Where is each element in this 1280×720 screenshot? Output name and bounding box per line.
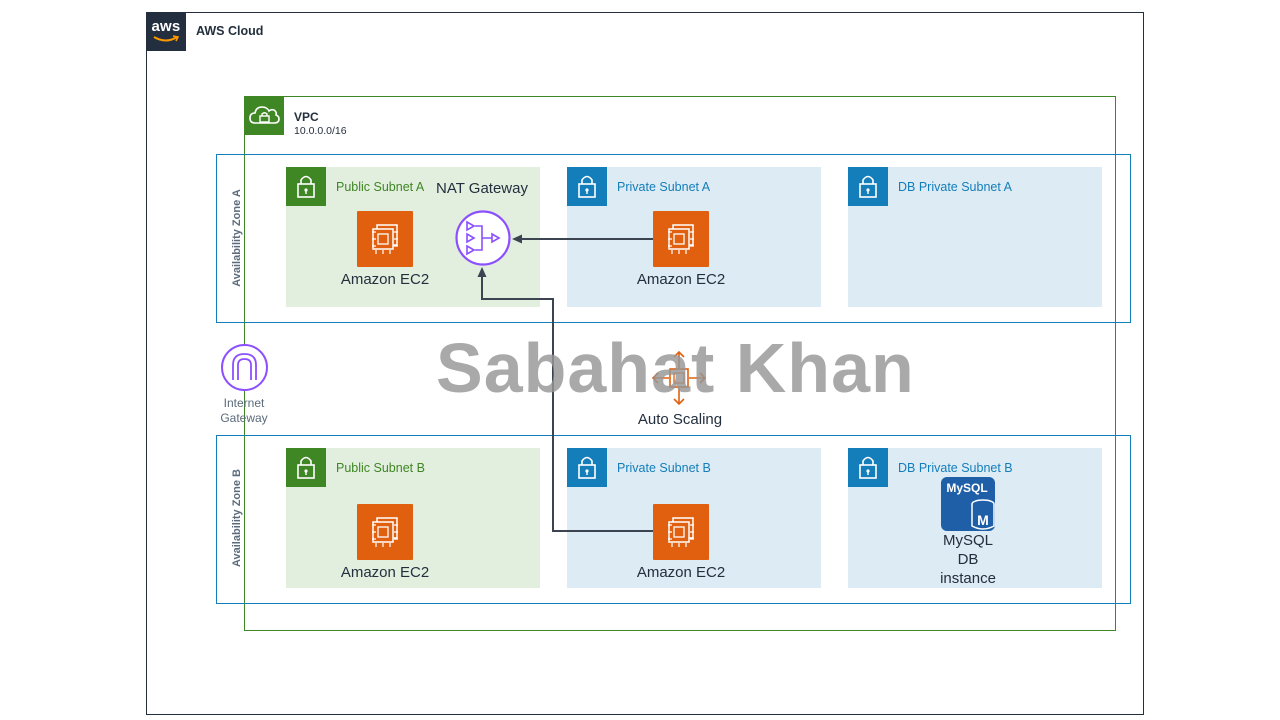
aws-cloud-label: AWS Cloud [196,24,264,38]
mysql-db-icon[interactable]: MySQL M [940,476,997,532]
ec2-private-b-label: Amazon EC2 [636,564,726,581]
private-a-to-nat-arrowhead [512,234,522,244]
ec2-public-b-label: Amazon EC2 [340,564,430,581]
vpc-label: VPC [294,110,319,124]
private-b-to-nat-arrowhead [477,267,487,277]
ec2-public-a-icon[interactable] [357,211,413,267]
ec2-public-b-icon[interactable] [357,504,413,560]
nat-gateway-icon[interactable] [454,209,512,267]
availability-zone-b [216,435,1131,604]
ec2-private-b-icon[interactable] [653,504,709,560]
mysql-db-label-line3: instance [940,570,996,587]
db-private-subnet-a-label: DB Private Subnet A [898,180,1012,194]
ec2-private-a-label: Amazon EC2 [636,271,726,288]
vpc-cidr: 10.0.0.0/16 [294,125,347,137]
private-subnet-b-label: Private Subnet B [617,461,711,475]
public-subnet-a-label: Public Subnet A [336,180,425,194]
mysql-db-label: MySQL DB instance [928,531,1008,588]
ec2-public-a-label: Amazon EC2 [340,271,430,288]
public-subnet-a: Public Subnet A [286,167,540,307]
mysql-badge-text: MySQL [946,481,987,495]
padlock-icon [848,167,888,206]
aws-cloud-group [146,12,1144,715]
availability-zone-a [216,154,1131,323]
internet-gateway-label-line2: Gateway [220,411,268,425]
public-subnet-b: Public Subnet B [286,448,540,588]
ec2-private-a-icon[interactable] [653,211,709,267]
internet-gateway-icon[interactable] [220,343,269,392]
private-b-to-nat-line [481,272,653,532]
auto-scaling-label: Auto Scaling [637,411,723,428]
private-subnet-a-label: Private Subnet A [617,180,711,194]
mysql-db-label-line1: MySQL [942,532,993,549]
nat-gateway-label: NAT Gateway [436,180,528,197]
db-private-subnet-a: DB Private Subnet A [848,167,1102,307]
padlock-icon [286,448,326,487]
db-private-subnet-b-label: DB Private Subnet B [898,461,1013,475]
auto-scaling-icon[interactable] [650,349,708,407]
padlock-icon [567,167,607,206]
padlock-icon [286,167,326,206]
mysql-db-label-line2: DB [957,551,979,568]
aws-logo-text: aws [151,18,181,35]
vpc-cloud-lock-icon [244,96,284,135]
aws-logo-icon: aws [146,12,186,51]
internet-gateway-label-line1: Internet [223,396,265,410]
mysql-badge-m: M [977,512,989,528]
padlock-icon [848,448,888,487]
padlock-icon [567,448,607,487]
public-subnet-b-label: Public Subnet B [336,461,425,475]
internet-gateway-label: Internet Gateway [212,396,276,426]
